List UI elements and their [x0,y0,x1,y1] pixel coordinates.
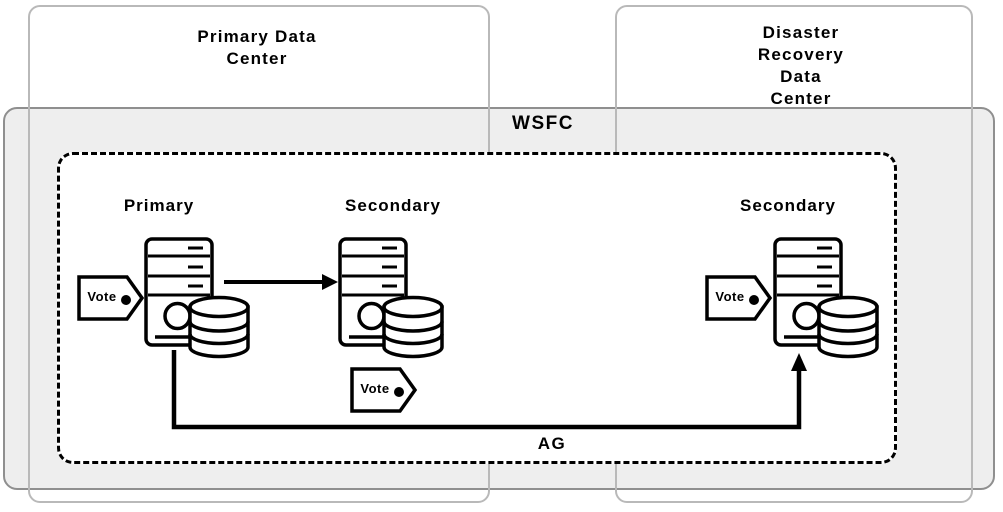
arrow-primary-to-dr-secondary [171,350,807,430]
server-database-icon-secondary-2 [773,237,879,359]
server-database-icon-secondary-1 [338,237,444,359]
wsfc-label: WSFC [512,113,574,134]
primary-data-center-label: Primary Data Center [197,27,317,68]
disaster-recovery-data-center-label: Disaster Recovery Data Center [757,23,845,108]
node-label-secondary-2: Secondary [740,196,836,215]
vote-label-secondary-1: Vote [360,381,390,396]
arrow-primary-to-secondary [224,274,338,290]
vote-label-secondary-2: Vote [715,289,745,304]
server-database-icon-primary [144,237,250,359]
node-label-secondary-1: Secondary [345,196,441,215]
node-label-primary: Primary [123,196,195,215]
ag-label: AG [537,434,567,453]
vote-label-primary: Vote [87,289,117,304]
